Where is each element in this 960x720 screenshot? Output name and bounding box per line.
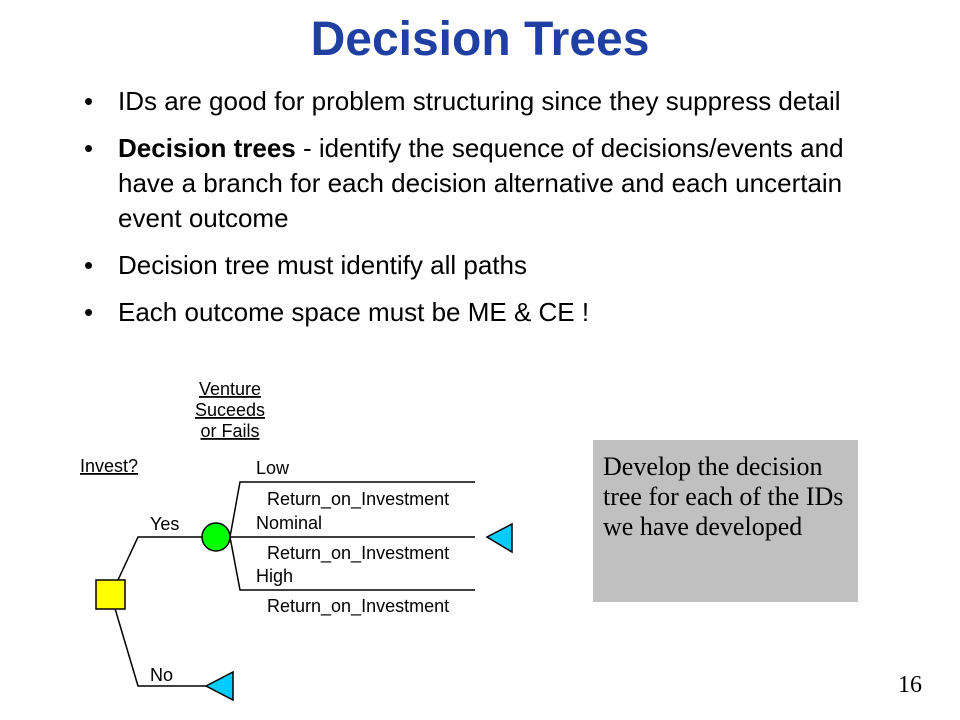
outcome-value-nominal: Return_on_Investment	[267, 543, 449, 564]
bullet-text: Decision tree must identify all paths	[118, 250, 527, 280]
outcome-label-high: High	[256, 566, 293, 586]
terminal-node-yes	[485, 522, 513, 554]
outcome-value-high: Return_on_Investment	[267, 596, 449, 617]
bullet-item: • Decision tree must identify all paths	[84, 248, 904, 283]
yes-branch-label: Yes	[150, 514, 179, 534]
decision-tree-diagram: Venture Suceeds or Fails Invest? Yes No …	[80, 379, 513, 702]
bullet-text: - identify the sequence of decisions/eve…	[118, 133, 844, 233]
bullet-dot: •	[84, 133, 94, 163]
exercise-note-box: Develop the decision tree for each of th…	[593, 440, 858, 602]
slide-title: Decision Trees	[310, 13, 650, 66]
page-number: 16	[898, 672, 922, 698]
terminal-node-no	[204, 670, 234, 702]
decision-header: Invest?	[80, 456, 138, 476]
event-header-line-1: Venture	[199, 379, 261, 399]
bullet-bold-term: Decision trees	[118, 133, 296, 163]
outcome-branch-high-line	[229, 536, 475, 591]
bullet-dot: •	[84, 86, 94, 116]
outcome-label-low: Low	[256, 458, 290, 478]
no-branch-line	[110, 594, 206, 687]
decision-node	[95, 579, 126, 610]
event-header-line-2: Suceeds	[195, 400, 265, 420]
bullet-dot: •	[84, 250, 94, 280]
chance-node	[201, 522, 231, 552]
bullet-dot: •	[84, 297, 94, 327]
bullet-item: • Decision trees - identify the sequence…	[84, 131, 904, 236]
no-branch-label: No	[150, 665, 173, 685]
bullet-list: • IDs are good for problem structuring s…	[84, 84, 904, 342]
bullet-text: IDs are good for problem structuring sin…	[118, 86, 841, 116]
bullet-item: • Each outcome space must be ME & CE !	[84, 295, 904, 330]
outcome-value-low: Return_on_Investment	[267, 489, 449, 510]
event-header-line-3: or Fails	[200, 421, 259, 441]
bullet-text: Each outcome space must be ME & CE !	[118, 297, 590, 327]
outcome-label-nominal: Nominal	[256, 513, 322, 533]
yes-branch-line	[110, 536, 206, 596]
outcome-branch-low-line	[229, 481, 475, 538]
bullet-item: • IDs are good for problem structuring s…	[84, 84, 904, 119]
